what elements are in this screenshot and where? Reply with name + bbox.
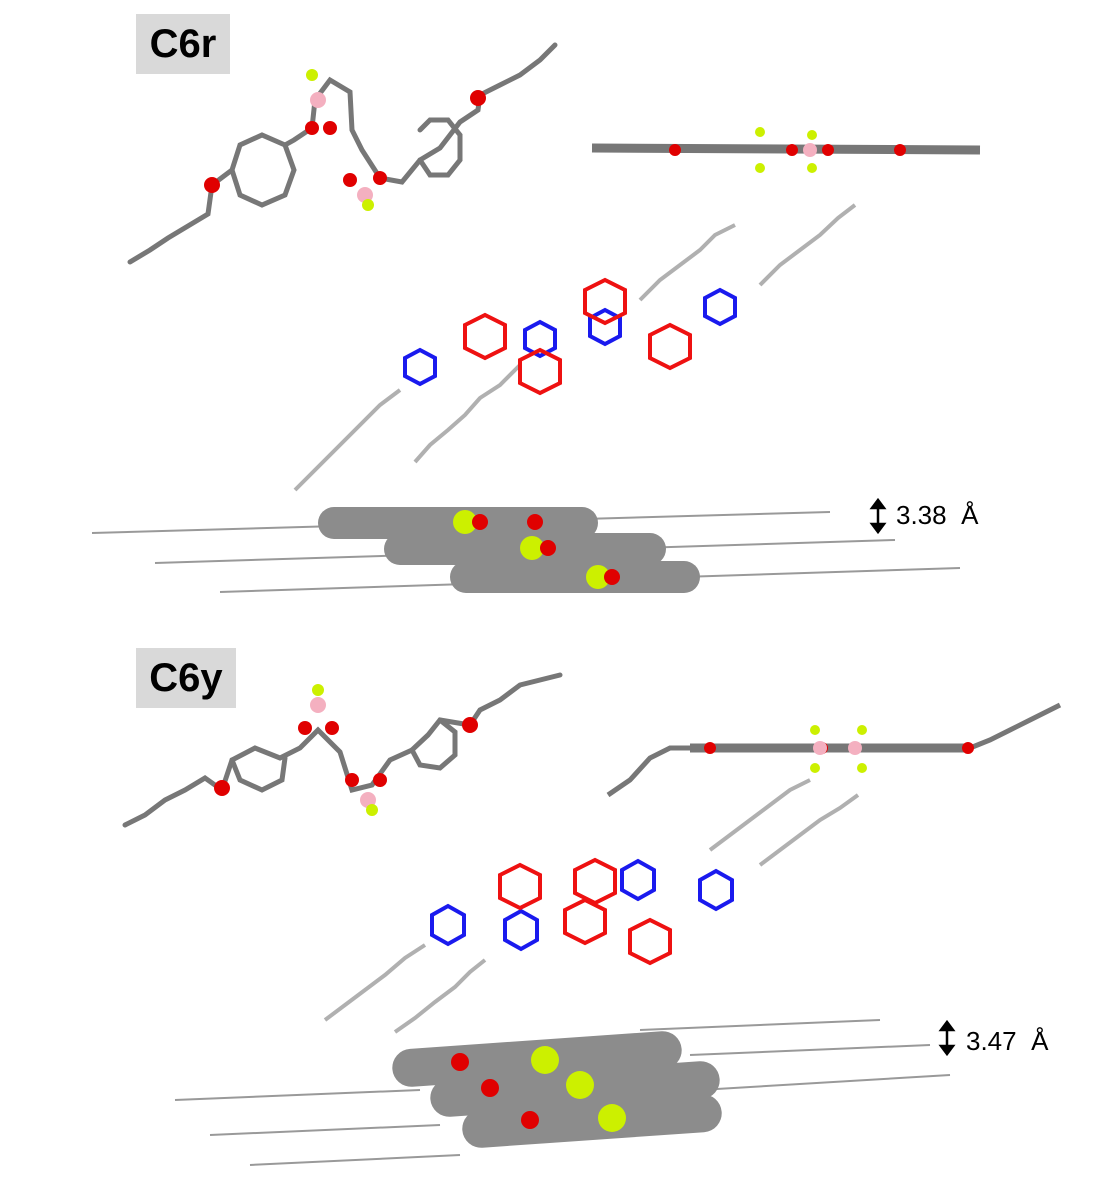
- compound-label-c6y: C6y: [136, 648, 236, 708]
- c6r-distance-arrow-icon: [869, 497, 887, 535]
- c6r-molecule-side-view: [591, 127, 981, 173]
- c6y-distance-arrow-icon: [938, 1019, 956, 1057]
- c6y-molecule-side-view: [606, 702, 1062, 798]
- c6y-molecule-top-view: [122, 672, 563, 828]
- c6r-molecule-top-view: [127, 42, 558, 265]
- panel-c6y: C6y: [0, 630, 1107, 1200]
- c6y-stack-distance: 3.47 Å: [966, 1026, 1049, 1056]
- c6y-stack-side-view: [174, 1019, 951, 1166]
- compound-label-c6r: C6r: [136, 14, 230, 74]
- c6y-structures: [122, 672, 1062, 1166]
- c6y-packing-overlay: [323, 778, 860, 1034]
- c6r-stack-side-view: [91, 507, 961, 593]
- c6r-packing-overlay: [293, 203, 857, 492]
- panel-c6r: C6r: [91, 14, 981, 593]
- c6y-atoms-top-view: [214, 684, 478, 816]
- c6r-stack-distance: 3.38 Å: [896, 500, 979, 530]
- c6r-atoms-top-view: [204, 69, 486, 211]
- c6r-structures: [91, 42, 981, 593]
